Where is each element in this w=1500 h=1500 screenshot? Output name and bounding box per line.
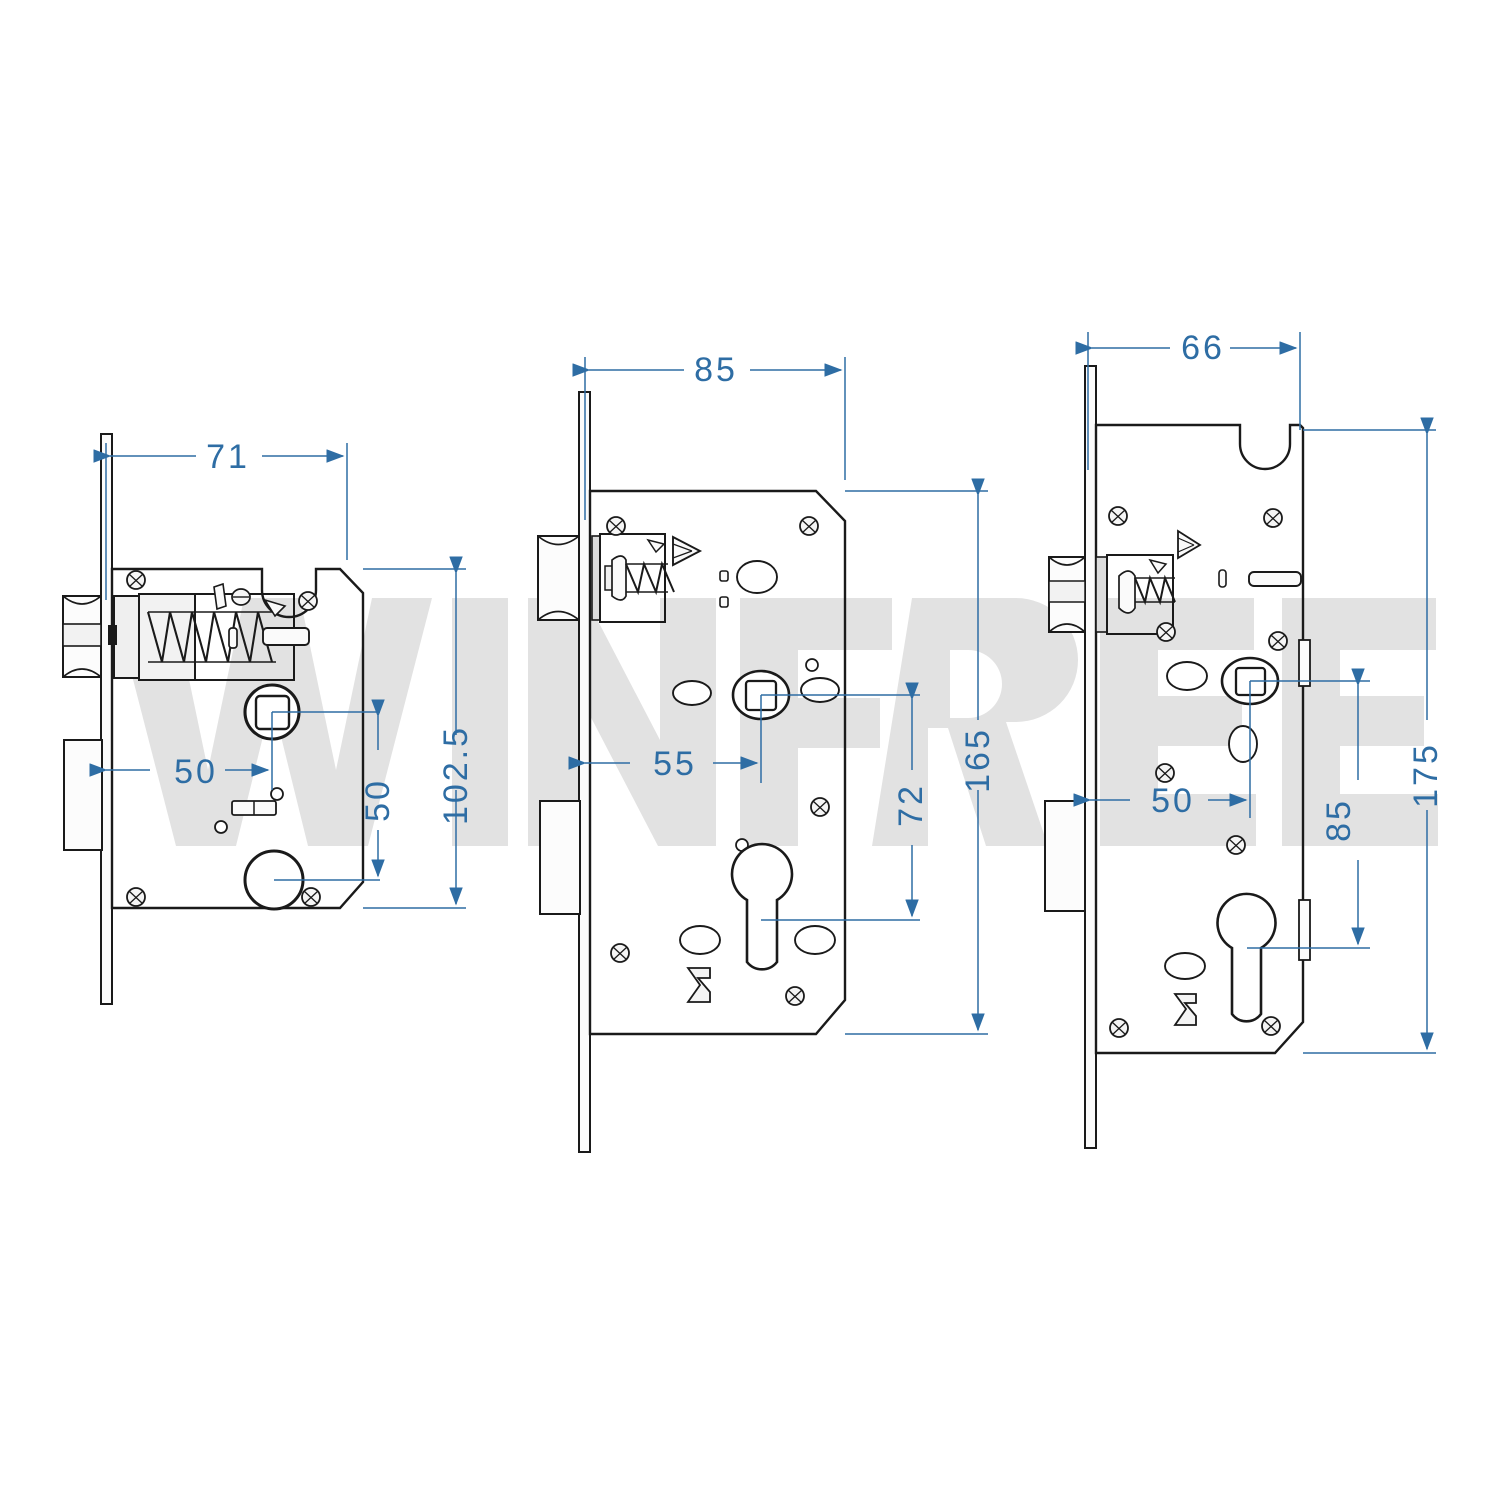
screw bbox=[1261, 1016, 1281, 1036]
detail-oval-f bbox=[1166, 661, 1208, 691]
euro-cylinder-hole bbox=[1216, 892, 1277, 1023]
internal-details bbox=[672, 560, 840, 1003]
euro-cylinder-hole bbox=[730, 842, 794, 971]
dimension-lines-right bbox=[1073, 332, 1436, 1054]
keeper-tab-upper bbox=[1298, 639, 1311, 687]
view-left-lock bbox=[62, 433, 466, 1005]
lock-case-outline bbox=[588, 489, 847, 1036]
mounting-screws bbox=[606, 516, 830, 1006]
screw bbox=[799, 516, 819, 536]
dimension-lines-left bbox=[89, 443, 466, 909]
dim-label-v1-height: 102.5 bbox=[437, 725, 475, 825]
internal-details bbox=[213, 582, 310, 834]
detail-oval-b bbox=[672, 680, 712, 706]
screw bbox=[606, 516, 626, 536]
screw bbox=[1109, 1018, 1129, 1038]
detail-hook bbox=[686, 967, 711, 1003]
detail-oval-d bbox=[679, 925, 721, 955]
latch-bolt-head bbox=[537, 535, 580, 621]
dim-label-v1-backset: 50 bbox=[174, 753, 218, 791]
screw bbox=[298, 591, 318, 611]
screw bbox=[1263, 508, 1283, 528]
view-right-lock bbox=[1044, 332, 1436, 1149]
detail-oval-g bbox=[1228, 725, 1258, 763]
screw bbox=[1156, 622, 1176, 642]
spring-coil bbox=[625, 560, 675, 596]
detail-slot-c bbox=[1218, 569, 1227, 588]
detail-slot-long bbox=[262, 627, 310, 646]
dim-label-v1-center: 50 bbox=[359, 778, 397, 822]
screw bbox=[1268, 631, 1288, 651]
dim-label-v3-center: 85 bbox=[1320, 798, 1358, 842]
dim-label-v3-height: 175 bbox=[1407, 742, 1445, 808]
detail-oval-a bbox=[736, 560, 778, 594]
dim-label-v3-backset: 50 bbox=[1151, 782, 1195, 820]
deadbolt-tongue bbox=[63, 739, 103, 851]
screw bbox=[1226, 835, 1246, 855]
screw bbox=[785, 986, 805, 1006]
screw bbox=[126, 887, 146, 907]
watermark-winfree bbox=[112, 598, 1438, 846]
screw bbox=[610, 943, 630, 963]
latch-bolt-head bbox=[62, 595, 102, 678]
screw bbox=[126, 570, 146, 590]
dim-label-v2-height: 165 bbox=[959, 727, 997, 793]
detail-hook bbox=[1173, 993, 1197, 1026]
mounting-screws bbox=[1108, 506, 1288, 1038]
detail-hole-b bbox=[214, 820, 228, 834]
screw bbox=[810, 797, 830, 817]
screw bbox=[1108, 506, 1128, 526]
dim-label-v2-backset: 55 bbox=[653, 745, 697, 783]
spring-coil bbox=[1134, 574, 1176, 606]
latch-bolt-head bbox=[1048, 556, 1086, 633]
deadbolt-tongue bbox=[1044, 800, 1086, 912]
dim-label-v3-top: 66 bbox=[1181, 329, 1225, 367]
keeper-tab-lower bbox=[1298, 899, 1311, 961]
screw bbox=[1155, 763, 1175, 783]
dimension-lines-middle bbox=[568, 357, 988, 1035]
detail-oval-c bbox=[800, 677, 840, 703]
latch-tail-block bbox=[108, 593, 196, 681]
detail-slot-a bbox=[719, 570, 729, 582]
detail-arrow-marker bbox=[672, 535, 703, 567]
screw bbox=[301, 887, 321, 907]
detail-hole-c bbox=[805, 658, 819, 672]
detail-hole-a bbox=[270, 787, 284, 801]
detail-pin bbox=[213, 582, 227, 611]
dim-label-v1-top: 71 bbox=[206, 438, 250, 476]
latch-spring-housing bbox=[1095, 554, 1176, 635]
faceplate bbox=[1084, 365, 1097, 1149]
deadbolt-tongue bbox=[539, 800, 581, 915]
detail-slot-b bbox=[719, 596, 729, 608]
detail-arrow-marker bbox=[1177, 529, 1202, 560]
spring-coil bbox=[146, 611, 274, 663]
detail-oval-e bbox=[794, 925, 836, 955]
view-middle-lock bbox=[537, 357, 988, 1153]
detail-slot-small bbox=[228, 627, 238, 649]
detail-slot-long bbox=[1248, 571, 1302, 587]
mounting-screws bbox=[126, 570, 321, 907]
dim-label-v2-top: 85 bbox=[694, 351, 738, 389]
latch-spring-housing bbox=[591, 533, 675, 623]
dim-label-v2-center: 72 bbox=[892, 783, 930, 827]
detail-oval-h bbox=[1164, 952, 1206, 980]
